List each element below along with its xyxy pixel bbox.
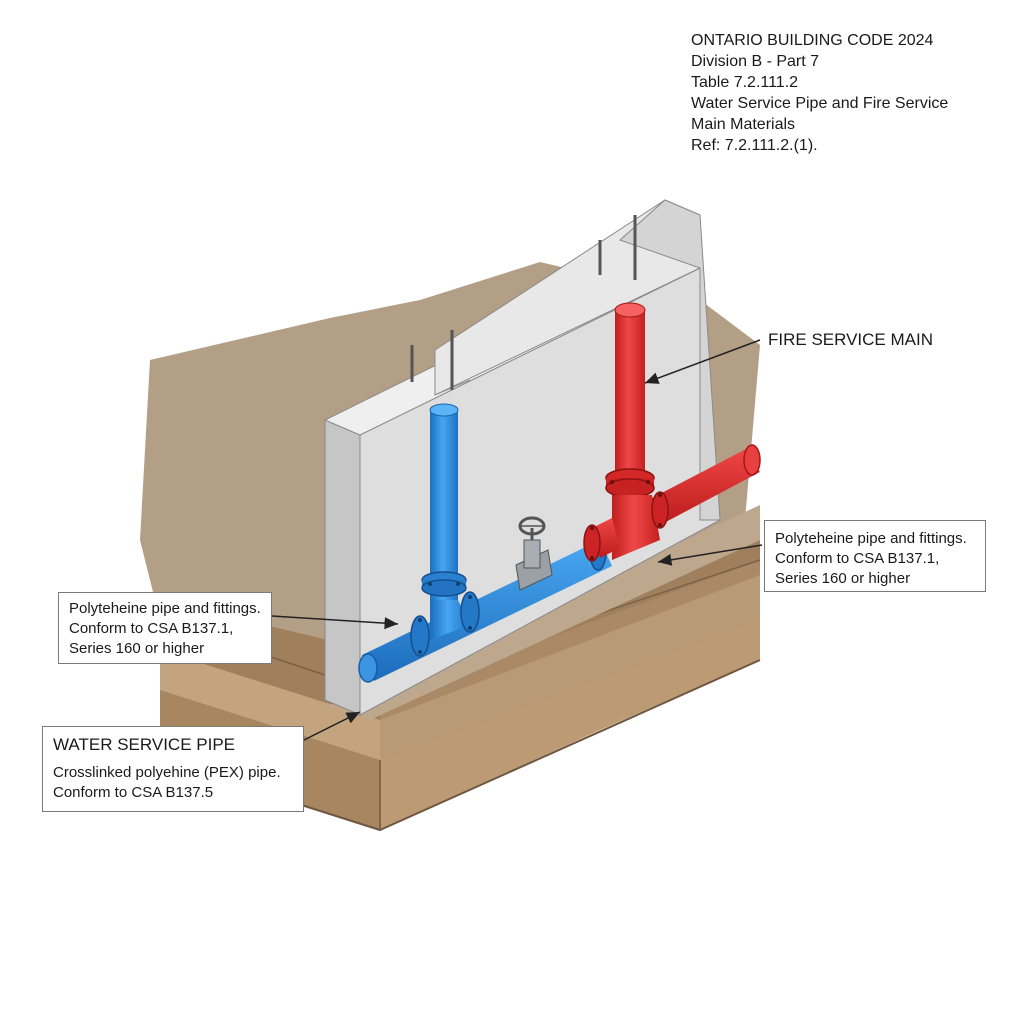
division-line: Division B - Part 7: [691, 53, 820, 70]
fire-service-main-pipe: [583, 302, 761, 562]
water-service-line2: Conform to CSA B137.5: [53, 784, 214, 801]
right-callout-line3: Series 160 or higher: [775, 570, 911, 587]
table-title-line1: Water Service Pipe and Fire Service: [691, 95, 949, 112]
left-callout-line3: Series 160 or higher: [69, 640, 205, 657]
reference-line: Ref: 7.2.111.2.(1).: [691, 137, 818, 154]
table-ref: Table 7.2.111.2: [691, 74, 799, 91]
right-material-callout: Polyteheine pipe and fittings. Conform t…: [764, 520, 986, 592]
title-block: ONTARIO BUILDING CODE 2024 Division B - …: [691, 30, 1011, 156]
fire-service-main-label: FIRE SERVICE MAIN: [768, 330, 933, 349]
left-material-callout: Polyteheine pipe and fittings. Conform t…: [58, 592, 272, 664]
water-service-line1: Crosslinked polyehine (PEX) pipe.: [53, 764, 281, 781]
right-callout-line1: Polyteheine pipe and fittings.: [775, 530, 967, 547]
left-callout-line2: Conform to CSA B137.1,: [69, 620, 234, 637]
water-service-callout: WATER SERVICE PIPE Crosslinked polyehine…: [42, 726, 304, 812]
table-title-line2: Main Materials: [691, 116, 796, 133]
left-callout-line1: Polyteheine pipe and fittings.: [69, 600, 261, 617]
leader-lines: [271, 339, 763, 743]
code-title: ONTARIO BUILDING CODE 2024: [691, 32, 934, 49]
gate-valve: [515, 516, 553, 591]
water-service-heading: WATER SERVICE PIPE: [53, 735, 236, 754]
right-callout-line2: Conform to CSA B137.1,: [775, 550, 940, 567]
